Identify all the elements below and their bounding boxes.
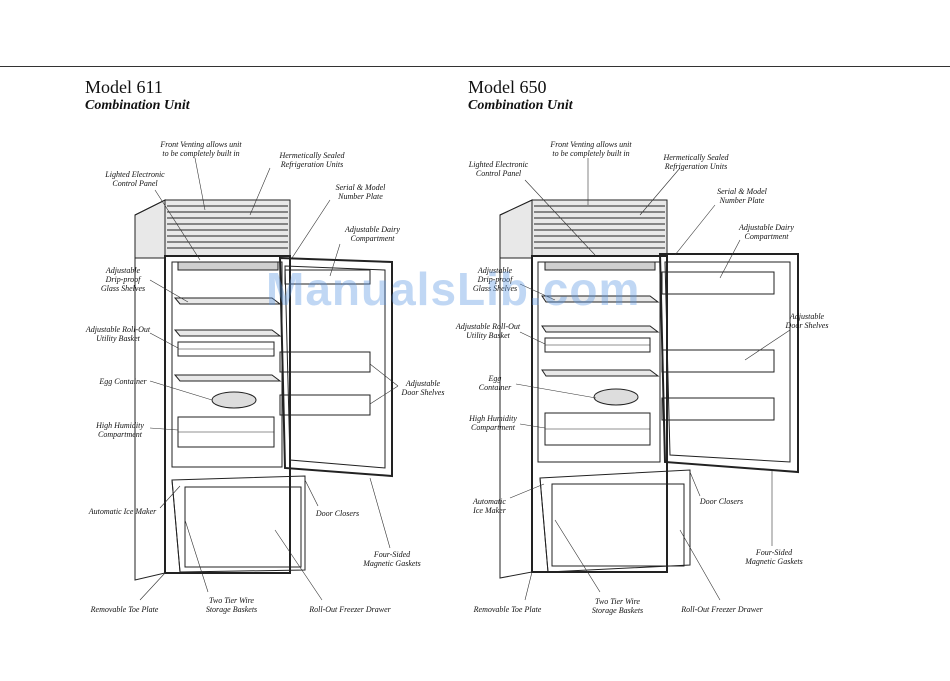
label-toe-plate: Removable Toe Plate [90,605,159,614]
model-611-subtitle: Combination Unit [85,98,190,113]
label-door-closers: Door Closers [315,509,360,518]
label-egg-650: Egg Container [478,374,512,392]
label-toe-plate-650: Removable Toe Plate [473,605,542,614]
label-front-venting: Front Venting allows unit to be complete… [160,140,242,158]
label-serial-650: Serial & Model Number Plate [717,187,767,205]
watermark: ManualsLib.com [266,263,641,315]
label-wire-baskets-650: Two Tier Wire Storage Baskets [591,597,644,615]
label-ice-maker: Automatic Ice Maker [88,507,157,516]
label-egg: Egg Container [99,377,147,386]
model-650-subtitle: Combination Unit [468,98,573,113]
header-rule [0,66,950,67]
label-door-shelves: Adjustable Door Shelves [401,379,445,397]
label-lighted-panel: Lighted Electronic Control Panel [105,170,165,188]
label-humidity-650: High Humidity Compartment [469,414,517,432]
label-dairy-650: Adjustable Dairy Compartment [739,223,794,241]
label-serial: Serial & Model Number Plate [335,183,386,201]
label-humidity: High Humidity Compartment [96,421,144,439]
label-glass-shelves: Adjustable Drip-proof Glass Shelves [100,266,146,293]
label-freezer-drawer-650: Roll-Out Freezer Drawer [681,605,763,614]
label-ice-maker-650: Automatic Ice Maker [473,497,506,515]
label-front-venting-650: Front Venting allows unit to be complete… [550,140,632,158]
model-611-title: Model 611 [85,77,163,97]
label-utility-basket: Adjustable Roll-Out Utility Basket [85,325,151,343]
label-freezer-drawer: Roll-Out Freezer Drawer [309,605,391,614]
label-hermetic: Hermetically Sealed Refrigeration Units [279,151,345,169]
label-gaskets: Four-Sided Magnetic Gaskets [363,550,421,568]
label-wire-baskets: Two Tier Wire Storage Baskets [205,596,258,614]
label-gaskets-650: Four-Sided Magnetic Gaskets [745,548,803,566]
label-utility-basket-650: Adjustable Roll-Out Utility Basket [455,322,521,340]
label-dairy: Adjustable Dairy Compartment [345,225,400,243]
model-650-title: Model 650 [468,77,547,97]
label-glass-shelves-650: Adjustable Drip-proof Glass Shelves [472,266,518,293]
label-lighted-panel-650: Lighted Electronic Control Panel [468,160,529,178]
label-door-closers-650: Door Closers [699,497,744,506]
label-door-shelves-650: Adjustable Door Shelves [785,312,829,330]
label-hermetic-650: Hermetically Sealed Refrigeration Units [663,153,729,171]
